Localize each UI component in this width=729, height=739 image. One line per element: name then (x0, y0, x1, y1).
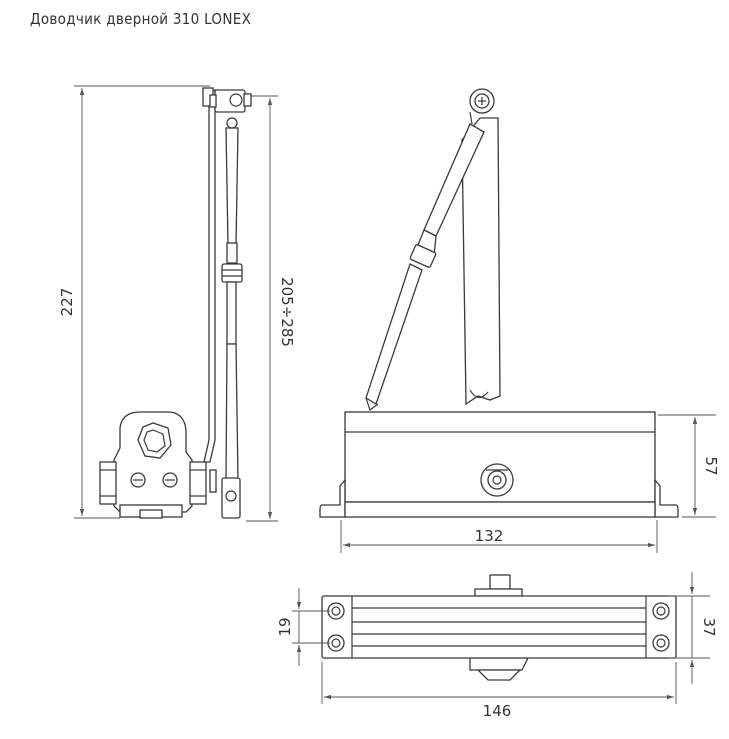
front-view: 57 132 (319, 88, 720, 553)
side-view: 227 205÷285 (58, 85, 296, 522)
dim-19-label: 19 (276, 617, 294, 636)
drawing-title: Доводчик дверной 310 LONEX (30, 10, 252, 28)
dim-132-label: 132 (475, 527, 504, 545)
dim-227-label: 227 (58, 288, 76, 317)
top-view: 19 37 146 (276, 572, 718, 720)
dim-146-label: 146 (483, 702, 512, 720)
dim-205-285-label: 205÷285 (278, 277, 296, 347)
dim-37-label: 37 (700, 617, 718, 636)
dim-57-label: 57 (702, 456, 720, 475)
